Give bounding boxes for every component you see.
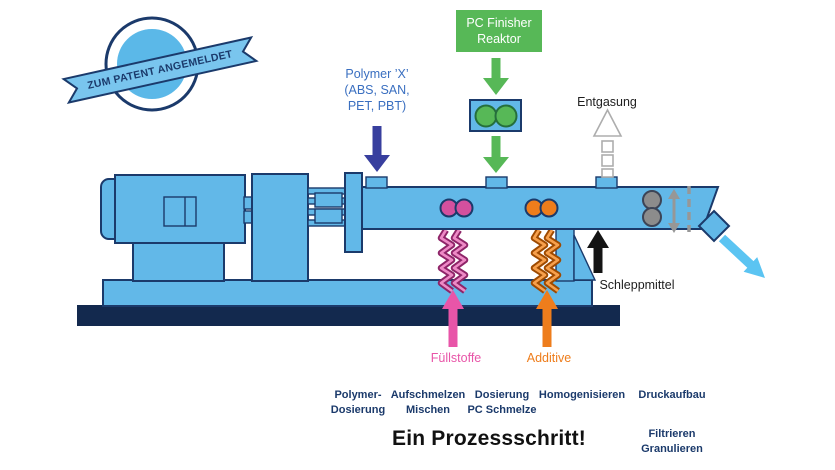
process-title: Ein Prozessschritt! [391,427,587,450]
discharge-length-arrow-icon [668,189,680,233]
filler-side-feeder-screw [437,228,469,294]
additive-side-feeder-screw [530,228,562,294]
coupling-block [314,208,343,224]
degassing-label: Entgasung [577,95,637,109]
gearbox [251,173,309,282]
motor-pedestal [132,242,225,282]
reactor-die-screw [474,104,498,128]
process-step-pressure-buildup: Druckaufbau [638,389,706,401]
additives-arrow-icon [536,290,558,347]
pc-melt-feed-port [485,176,508,189]
ribbon-banner [61,36,259,104]
reactor-to-die-arrow-icon [483,58,509,95]
process-step-pc-melt-dosing: Dosierung PC Schmelze [467,389,537,416]
twin-screw-cross-section-gray [642,190,662,227]
reactor-die-screw [494,104,518,128]
support-brace [573,234,597,281]
barrel-flange [344,172,363,253]
die-outlet [697,209,731,243]
degassing-port [595,176,618,189]
polymer-feed-port [365,176,388,189]
twin-screw-cross-section-pink [439,198,474,218]
process-step-filter-granulate: Filtrieren Granulieren [641,428,703,455]
entrainer-label: Schleppmittel [599,278,675,292]
fillers-arrow-icon [442,290,464,347]
machine-base-platform [102,279,593,307]
die-to-barrel-arrow-icon [483,136,509,173]
degassing-arrow-icon [592,108,623,178]
polymer-feed-label: Polymer ’X’ (ABS, SAN, PET, PBT) [344,67,410,113]
motor-nameplate [163,196,197,227]
additives-label: Additive [526,351,572,365]
process-step-polymer-dosing: Polymer- Dosierung [330,389,386,416]
process-step-homogenizing: Homogenisieren [538,389,626,401]
coupling-block [314,192,343,208]
polymer-feed-arrow-icon [364,126,390,172]
entrainer-arrow-icon [587,230,609,273]
reactor-box-label: PC Finisher Reaktor [456,10,542,52]
machine-base-plate [77,305,620,326]
melt-output-arrow-icon [718,234,765,278]
fillers-label: Füllstoffe [430,351,482,365]
process-step-melting-mixing: Aufschmelzen Mischen [390,389,466,416]
twin-screw-cross-section-orange [524,198,559,218]
patent-badge [61,16,259,112]
